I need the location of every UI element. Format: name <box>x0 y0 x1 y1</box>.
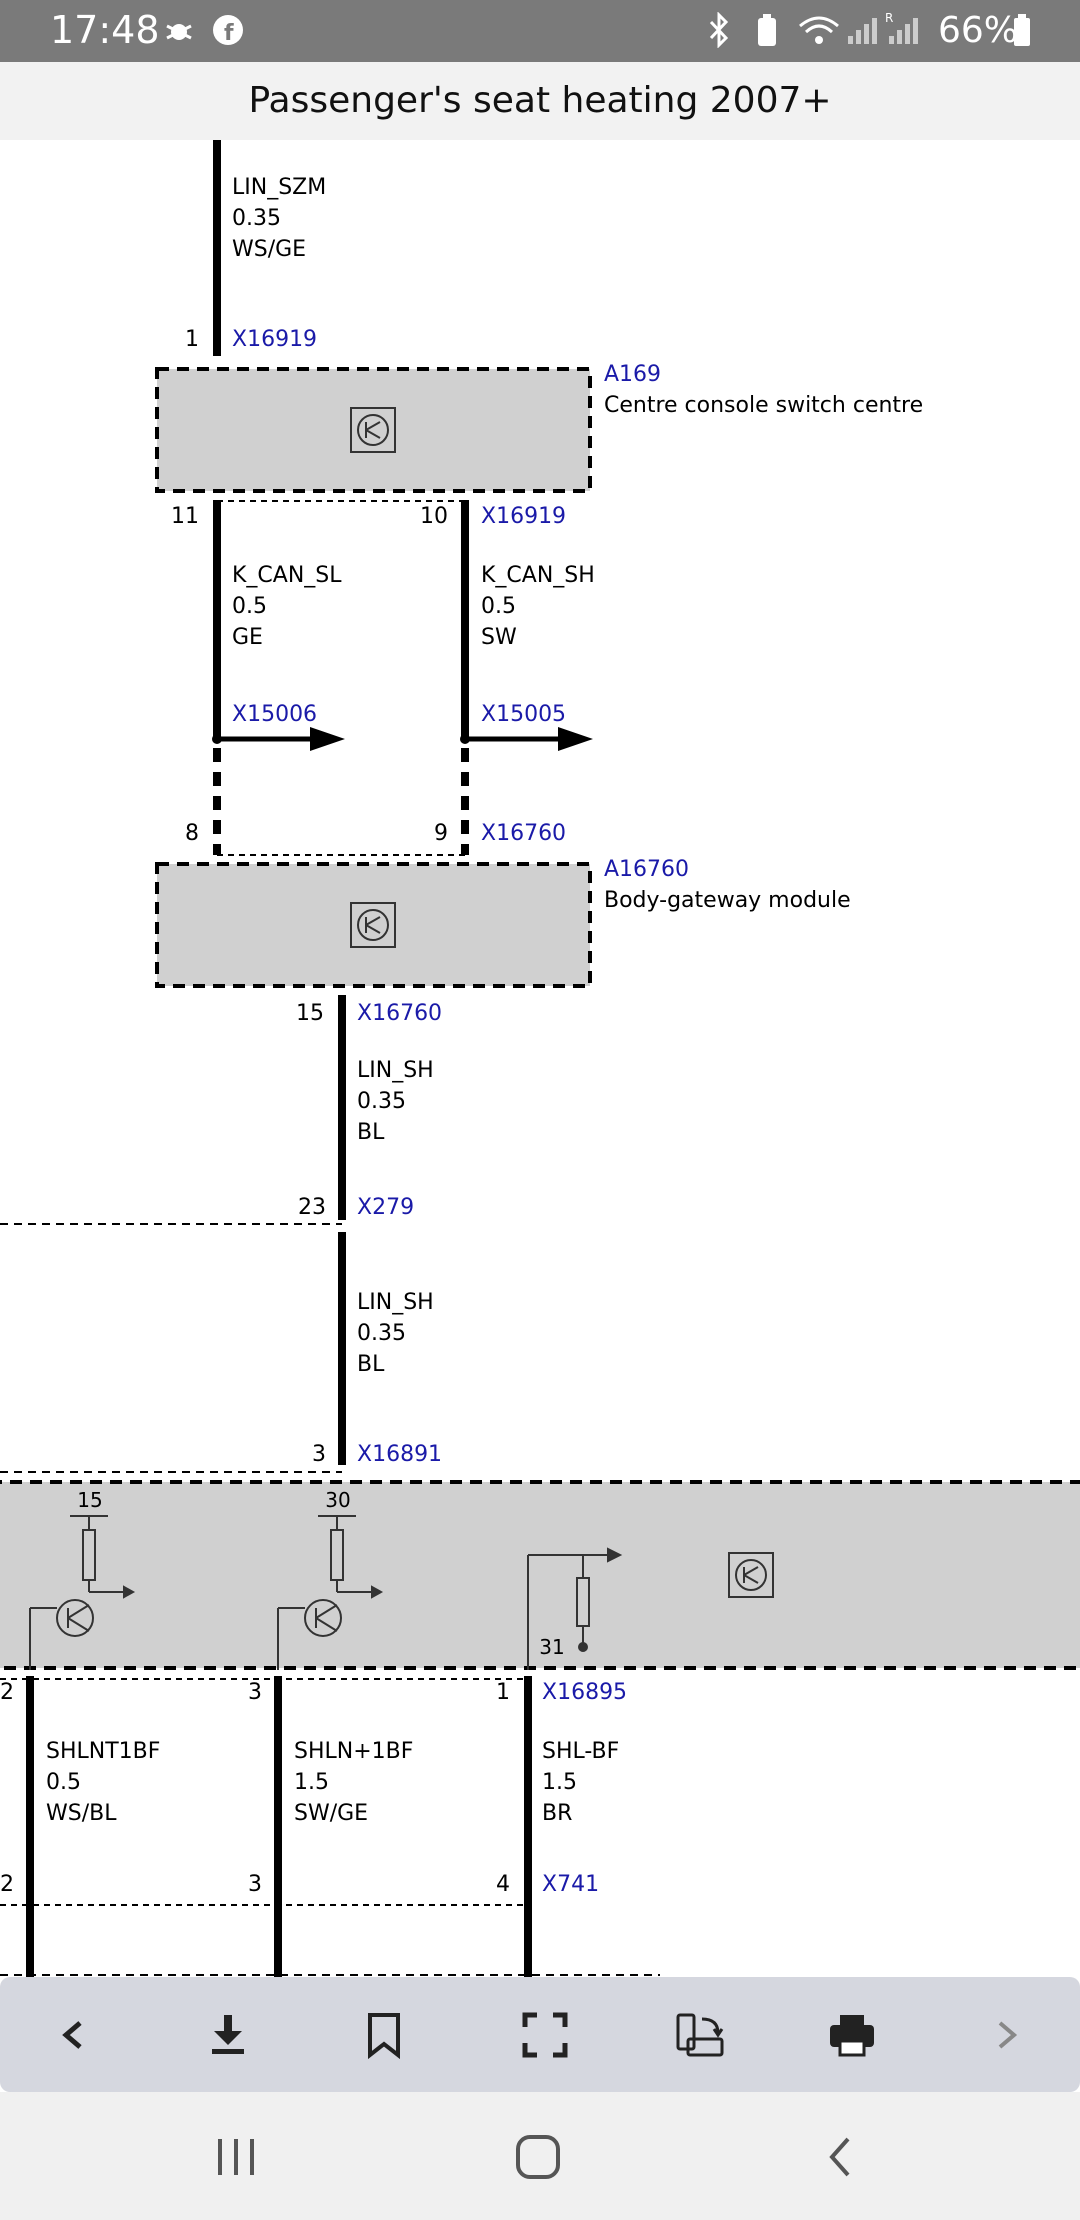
wifi-icon <box>799 16 839 44</box>
wire-shl-bf-name: SHL-BF <box>542 1739 619 1764</box>
pin-label: 9 <box>434 821 448 846</box>
home-icon[interactable] <box>498 2122 578 2192</box>
connector-link[interactable]: X15005 <box>481 702 566 727</box>
wire-shlnt1bf-gauge: 0.5 <box>46 1770 81 1795</box>
pin-label: 8 <box>185 821 199 846</box>
status-time: 17:48 <box>50 8 160 52</box>
pin-label: 15 <box>296 1001 324 1026</box>
wire-lin-sh-color: BL <box>357 1352 385 1377</box>
system-nav-bar <box>0 2092 1080 2220</box>
transistor-circuit-icon <box>29 1515 136 1670</box>
wire-k-can-sl-name: K_CAN_SL <box>232 563 342 588</box>
wire-k-can-sl-color: GE <box>232 625 263 650</box>
wire-k-can-sh-name: K_CAN_SH <box>481 563 595 588</box>
connector-link[interactable]: X16891 <box>357 1442 442 1467</box>
connector-link[interactable]: X16895 <box>542 1680 627 1705</box>
wire-lin-szm-gauge: 0.35 <box>232 206 281 231</box>
wire-lin-sh-gauge: 0.35 <box>357 1089 406 1114</box>
pin-label: 1 <box>496 1680 510 1705</box>
wire-k-can-sh-gauge: 0.5 <box>481 594 516 619</box>
transistor-symbol-icon <box>350 902 396 948</box>
connector-link[interactable]: X16919 <box>481 504 566 529</box>
wiring-diagram[interactable]: LIN_SZM 0.35 WS/GE 1 X16919 A169 Centre … <box>0 140 1080 1977</box>
wire-shln1bf-gauge: 1.5 <box>294 1770 329 1795</box>
connector-link[interactable]: X279 <box>357 1195 414 1220</box>
page-title: Passenger's seat heating 2007+ <box>248 80 832 121</box>
module-a16760-link[interactable]: A16760 <box>604 857 689 882</box>
download-icon[interactable] <box>188 1995 268 2075</box>
pin-label: 15 <box>77 1488 102 1512</box>
svg-text:R: R <box>885 11 893 25</box>
module-a16760 <box>155 862 592 988</box>
fullscreen-icon[interactable] <box>505 1995 585 2075</box>
print-icon[interactable] <box>812 1995 892 2075</box>
pin-label: 4 <box>496 1872 510 1897</box>
pin-label: 11 <box>171 504 199 529</box>
connector-link[interactable]: X16919 <box>232 327 317 352</box>
wire-lin-sh-color: BL <box>357 1120 385 1145</box>
rotate-icon[interactable] <box>660 1995 740 2075</box>
pin-label: 30 <box>325 1488 350 1512</box>
pin-label: 2 <box>0 1680 14 1705</box>
module-a169-link[interactable]: A169 <box>604 362 661 387</box>
module-a16760-name: Body-gateway module <box>604 888 851 913</box>
forward-icon[interactable] <box>966 1995 1046 2075</box>
transistor-symbol-icon <box>728 1552 774 1598</box>
bookmark-icon[interactable] <box>344 1995 424 2075</box>
pin-label: 10 <box>420 504 448 529</box>
back-icon[interactable] <box>34 1995 114 2075</box>
connector-link[interactable]: X741 <box>542 1872 599 1897</box>
module-a169 <box>155 367 592 493</box>
wire-lin-szm-name: LIN_SZM <box>232 175 326 200</box>
facebook-icon: f <box>213 15 243 46</box>
battery-icon <box>1014 14 1030 46</box>
wire-shl-bf-gauge: 1.5 <box>542 1770 577 1795</box>
wire-lin-sh-name: LIN_SH <box>357 1290 434 1315</box>
pin-label: 2 <box>0 1872 14 1897</box>
roaming-signal-icon: R <box>885 11 918 44</box>
wire-k-can-sl-gauge: 0.5 <box>232 594 267 619</box>
pin-label: 3 <box>312 1442 326 1467</box>
svg-text:f: f <box>224 21 234 46</box>
transistor-symbol-icon <box>350 407 396 453</box>
connector-link[interactable]: X16760 <box>357 1001 442 1026</box>
title-bar: Passenger's seat heating 2007+ <box>0 62 1080 140</box>
signal-icon <box>848 18 877 44</box>
back-nav-icon[interactable] <box>800 2122 880 2192</box>
pin-label: 23 <box>298 1195 326 1220</box>
wire-lin-sh-name: LIN_SH <box>357 1058 434 1083</box>
bug-icon <box>166 24 192 40</box>
bluetooth-icon <box>709 12 729 48</box>
wire-shln1bf-color: SW/GE <box>294 1801 368 1826</box>
battery-percent: 66% <box>937 10 1018 51</box>
wire-shln1bf-name: SHLN+1BF <box>294 1739 413 1764</box>
transistor-circuit-icon <box>277 1515 384 1670</box>
module-seat-heating <box>0 1480 1080 1670</box>
status-bar: 17:48 f R 66% <box>0 0 1080 62</box>
wire-shlnt1bf-color: WS/BL <box>46 1801 117 1826</box>
wire-lin-szm-color: WS/GE <box>232 237 306 262</box>
pin-label: 31 <box>539 1635 564 1659</box>
pin-label: 1 <box>185 327 199 352</box>
module-a169-name: Centre console switch centre <box>604 393 923 418</box>
pdf-toolbar <box>0 1977 1080 2092</box>
connector-link[interactable]: X16760 <box>481 821 566 846</box>
wire-shl-bf-color: BR <box>542 1801 572 1826</box>
recents-icon[interactable] <box>196 2122 276 2192</box>
battery-saver-icon <box>758 14 776 46</box>
wire-lin-sh-gauge: 0.35 <box>357 1321 406 1346</box>
pin-label: 3 <box>248 1680 262 1705</box>
wire-shlnt1bf-name: SHLNT1BF <box>46 1739 160 1764</box>
resistor-circuit-icon <box>527 1547 623 1670</box>
wire-k-can-sh-color: SW <box>481 625 517 650</box>
connector-link[interactable]: X15006 <box>232 702 317 727</box>
pin-label: 3 <box>248 1872 262 1897</box>
